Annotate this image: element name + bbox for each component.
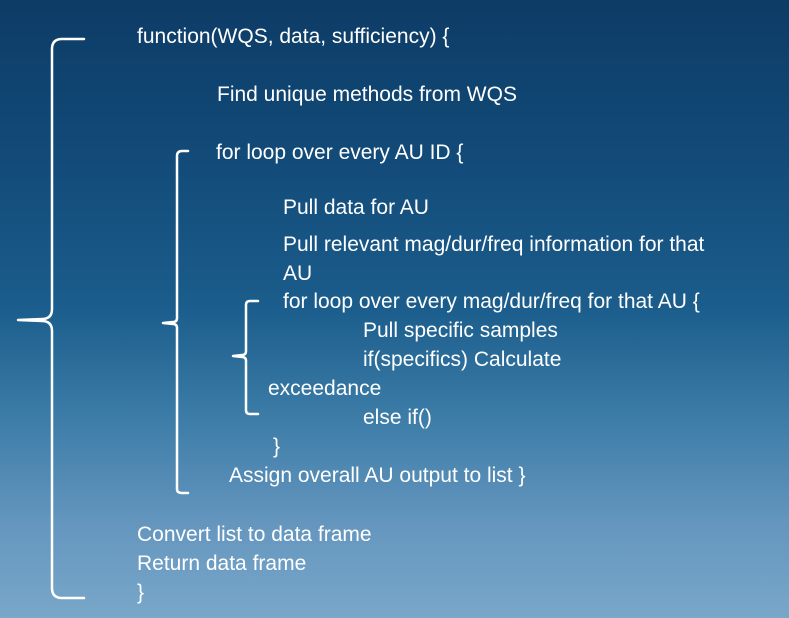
else-if-line: else if() [363, 406, 432, 429]
assign-output-line: Assign overall AU output to list } [229, 464, 526, 487]
convert-list-line: Convert list to data frame [137, 523, 372, 546]
outer-brace [16, 37, 86, 600]
inner-closing-brace: } [273, 435, 281, 458]
middle-brace [161, 149, 190, 495]
au-loop-header: for loop over every AU ID { [216, 141, 464, 164]
find-methods-line: Find unique methods from WQS [217, 83, 517, 106]
pull-relevant-line: Pull relevant mag/dur/freq information f… [283, 233, 705, 256]
outer-closing-brace: } [137, 581, 145, 604]
exceedance-line: exceedance [268, 377, 382, 400]
if-specifics-line: if(specifics) Calculate [363, 348, 562, 371]
inner-brace [231, 299, 260, 416]
pull-relevant-line-cont: AU [283, 262, 313, 285]
function-header: function(WQS, data, sufficiency) { [137, 25, 450, 48]
pull-data-line: Pull data for AU [283, 196, 429, 219]
mdf-loop-header: for loop over every mag/dur/freq for tha… [283, 290, 700, 313]
pull-samples-line: Pull specific samples [363, 319, 558, 342]
return-line: Return data frame [137, 552, 307, 575]
